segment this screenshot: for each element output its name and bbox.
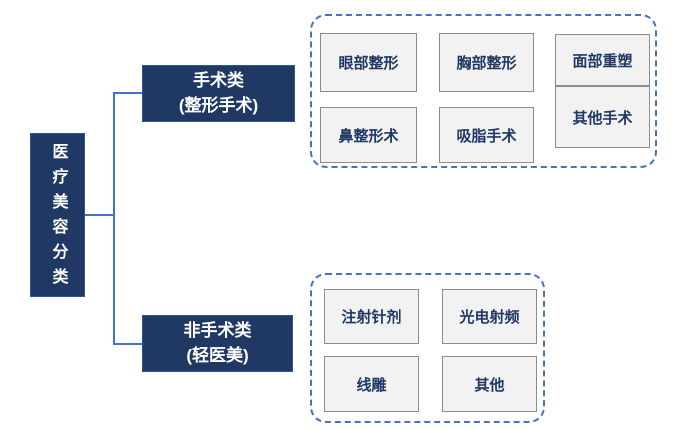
item-breast-surgery: 胸部整形	[439, 33, 534, 92]
connector-surgical-branch	[114, 92, 142, 94]
root-node-medical-aesthetics: 医疗美容分类	[30, 133, 85, 297]
branch-nonsurgical-label-line2: (轻医美)	[186, 345, 249, 365]
group-surgical-items: 眼部整形 胸部整形 面部重塑 鼻整形术 吸脂手术 其他手术	[310, 14, 657, 168]
item-rhinoplasty: 鼻整形术	[320, 107, 417, 163]
branch-node-surgical: 手术类 (整形手术)	[142, 65, 295, 122]
item-others: 其他	[442, 356, 537, 412]
item-eye-surgery: 眼部整形	[320, 33, 417, 92]
branch-surgical-label-line2: (整形手术)	[178, 95, 259, 115]
branch-node-nonsurgical: 非手术类 (轻医美)	[142, 315, 293, 372]
item-injections: 注射针剂	[324, 289, 419, 344]
connector-root-horizontal	[85, 214, 114, 216]
root-node-label: 医疗美容分类	[49, 143, 67, 293]
branch-nonsurgical-label-line1: 非手术类	[183, 320, 252, 340]
item-other-surgery: 其他手术	[555, 86, 650, 148]
connector-nonsurgical-branch	[114, 343, 142, 345]
connector-trunk-vertical	[113, 92, 115, 345]
item-face-remodeling: 面部重塑	[555, 34, 650, 86]
group-nonsurgical-items: 注射针剂 光电射频 线雕 其他	[310, 273, 545, 423]
branch-surgical-label-line1: 手术类	[193, 70, 244, 90]
item-photoelectric-rf: 光电射频	[442, 289, 537, 344]
item-liposuction: 吸脂手术	[439, 107, 534, 163]
item-thread-lift: 线雕	[324, 356, 419, 412]
